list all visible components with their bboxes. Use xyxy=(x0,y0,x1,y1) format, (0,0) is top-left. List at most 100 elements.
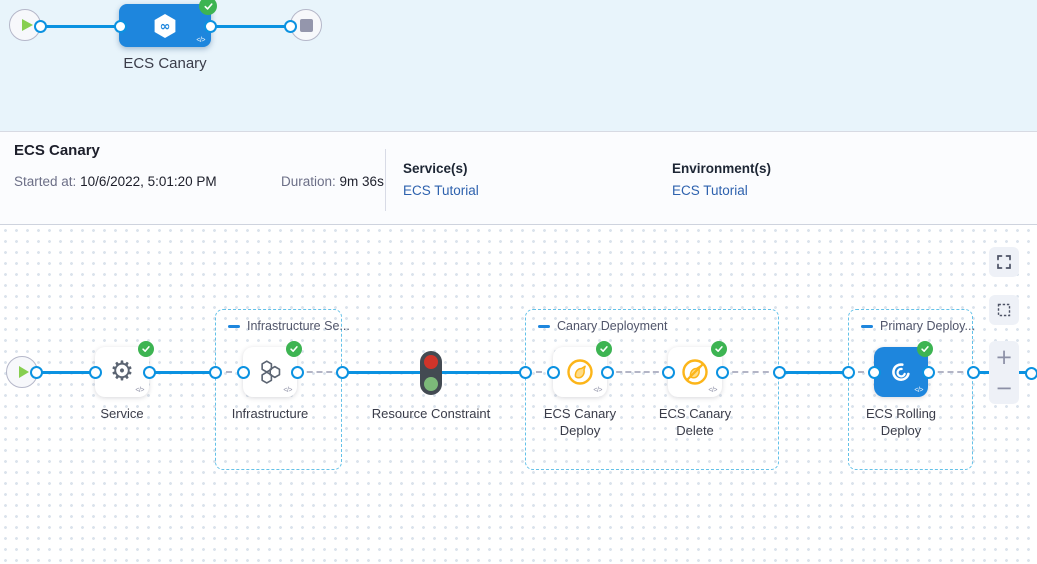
step-service[interactable]: ⚙ </> xyxy=(95,341,154,397)
connector-line xyxy=(22,370,95,374)
minimap-connector xyxy=(208,24,292,28)
zoom-in-button[interactable]: + xyxy=(995,344,1013,369)
connector-port xyxy=(921,365,935,379)
check-circle-icon xyxy=(138,341,154,357)
connector-port xyxy=(841,365,855,379)
connector-line xyxy=(342,370,420,374)
connector-port xyxy=(33,19,47,33)
group-label: Primary Deploy... xyxy=(880,319,975,333)
group-infrastructure-section[interactable]: Infrastructure Se... xyxy=(215,309,350,470)
harness-hexagon-icon: ∞ xyxy=(154,13,176,38)
marquee-select-icon xyxy=(997,303,1011,317)
step-label: Service xyxy=(100,406,144,421)
started-at: Started at: 10/6/2022, 5:01:20 PM xyxy=(14,174,217,189)
ecs-swirl-icon xyxy=(892,363,910,381)
started-at-value: 10/6/2022, 5:01:20 PM xyxy=(80,174,217,189)
step-ecs-rolling-deploy[interactable]: </> xyxy=(874,341,933,397)
step-label: Infrastructure xyxy=(231,406,309,421)
started-at-label: Started at: xyxy=(14,174,77,189)
step-label: Resource Constraint xyxy=(371,406,491,421)
connector-port xyxy=(1024,366,1037,380)
code-icon: </> xyxy=(914,387,923,394)
stage-label: ECS Canary xyxy=(123,55,207,72)
execution-title: ECS Canary xyxy=(14,142,100,159)
connector-port xyxy=(966,365,980,379)
check-circle-icon xyxy=(596,341,612,357)
play-icon xyxy=(18,366,29,378)
hexagons-icon xyxy=(261,360,281,384)
connector-port xyxy=(290,365,304,379)
services-link[interactable]: ECS Tutorial xyxy=(403,183,479,198)
connector-dashed xyxy=(525,371,553,373)
connector-port xyxy=(600,365,614,379)
fullscreen-button[interactable] xyxy=(989,247,1019,277)
summary-divider xyxy=(385,149,386,211)
execution-graph-canvas[interactable]: Infrastructure Se... Canary Deployment P… xyxy=(0,225,1037,564)
step-label: ECS Canary Delete xyxy=(658,406,732,438)
connector-port xyxy=(88,365,102,379)
code-icon: </> xyxy=(708,387,717,394)
traffic-light-green xyxy=(424,377,438,391)
group-label: Canary Deployment xyxy=(557,319,668,333)
step-infrastructure[interactable]: </> xyxy=(243,341,302,397)
connector-dashed xyxy=(928,371,973,373)
connector-port xyxy=(283,19,297,33)
marquee-select-button[interactable] xyxy=(989,295,1019,325)
gear-icon: ⚙ xyxy=(109,355,135,387)
connector-port xyxy=(518,365,532,379)
stage-node-ecs-canary[interactable]: ∞ </> xyxy=(119,0,217,47)
connector-port xyxy=(772,365,786,379)
environments-heading: Environment(s) xyxy=(672,161,772,176)
connector-port xyxy=(867,365,881,379)
connector-line xyxy=(149,370,215,374)
zoom-out-button[interactable]: − xyxy=(995,376,1013,401)
connector-dashed xyxy=(297,371,342,373)
code-icon: </> xyxy=(135,387,144,394)
step-label: ECS Rolling Deploy xyxy=(865,406,937,438)
environments-link[interactable]: ECS Tutorial xyxy=(672,183,748,198)
connector-port xyxy=(715,365,729,379)
check-circle-icon xyxy=(711,341,727,357)
connector-port xyxy=(142,365,156,379)
connector-port xyxy=(113,19,127,33)
connector-port xyxy=(208,365,222,379)
connector-port xyxy=(546,365,560,379)
group-label: Infrastructure Se... xyxy=(247,319,350,333)
canary-bird-icon xyxy=(567,359,593,385)
connector-dashed xyxy=(722,371,779,373)
zoom-control-panel: + − xyxy=(989,341,1019,404)
step-label: ECS Canary Deploy xyxy=(543,406,617,438)
connector-dashed xyxy=(848,371,874,373)
connector-dashed xyxy=(607,371,668,373)
connector-port xyxy=(29,365,43,379)
stop-icon xyxy=(299,18,313,32)
group-primary-deployment[interactable]: Primary Deploy... xyxy=(848,309,975,470)
connector-port xyxy=(661,365,675,379)
collapse-minus-icon[interactable] xyxy=(538,324,550,328)
play-icon xyxy=(21,19,33,31)
minimap-connector xyxy=(38,24,122,28)
check-circle-icon xyxy=(286,341,302,357)
step-ecs-canary-delete[interactable]: </> xyxy=(668,341,727,397)
canary-bird-slash-icon xyxy=(682,359,708,385)
connector-port xyxy=(203,19,217,33)
connector-port xyxy=(335,365,349,379)
step-ecs-canary-deploy[interactable]: </> xyxy=(553,341,612,397)
services-heading: Service(s) xyxy=(403,161,468,176)
connector-line xyxy=(442,370,525,374)
connector-port xyxy=(236,365,250,379)
execution-summary-bar: ECS Canary Started at: 10/6/2022, 5:01:2… xyxy=(0,132,1037,225)
collapse-minus-icon[interactable] xyxy=(861,324,873,328)
svg-text:∞: ∞ xyxy=(160,19,171,34)
fullscreen-icon xyxy=(997,255,1011,269)
group-canary-deployment[interactable]: Canary Deployment xyxy=(525,309,779,470)
pipeline-minimap: ∞ </> ECS Canary xyxy=(0,0,1037,132)
step-resource-constraint[interactable] xyxy=(420,351,442,395)
duration-value: 9m 36s xyxy=(339,174,384,189)
collapse-minus-icon[interactable] xyxy=(228,324,240,328)
code-icon: </> xyxy=(593,387,602,394)
connector-dashed xyxy=(215,371,243,373)
check-circle-icon xyxy=(917,341,933,357)
code-icon: </> xyxy=(196,37,205,44)
traffic-light-red xyxy=(424,355,438,369)
